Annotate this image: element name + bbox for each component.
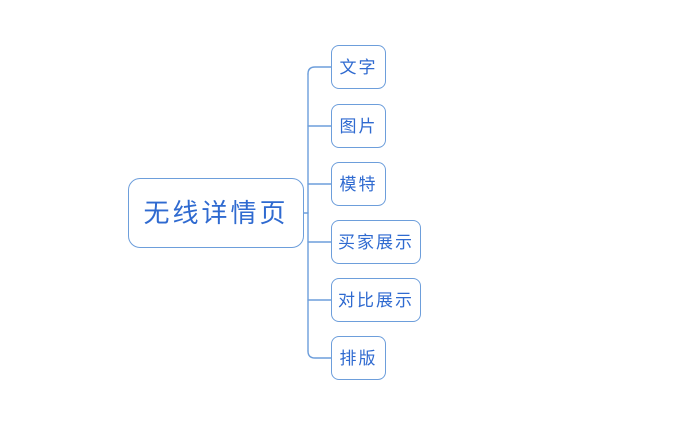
child-node-2[interactable]: 图片 [331,104,386,148]
node-label: 无线详情页 [143,198,289,228]
node-label: 对比展示 [338,290,414,310]
node-label: 买家展示 [338,232,414,252]
branch-line-6 [307,350,332,359]
child-node-5[interactable]: 对比展示 [331,278,421,322]
child-node-3[interactable]: 模特 [331,162,386,206]
branch-line-1 [307,66,332,75]
node-label: 文字 [339,57,378,77]
node-label: 排版 [339,348,378,368]
child-node-4[interactable]: 买家展示 [331,220,421,264]
node-label: 模特 [339,174,378,194]
child-node-6[interactable]: 排版 [331,336,386,380]
root-node[interactable]: 无线详情页 [128,178,304,248]
child-node-1[interactable]: 文字 [331,45,386,89]
node-label: 图片 [339,116,378,136]
